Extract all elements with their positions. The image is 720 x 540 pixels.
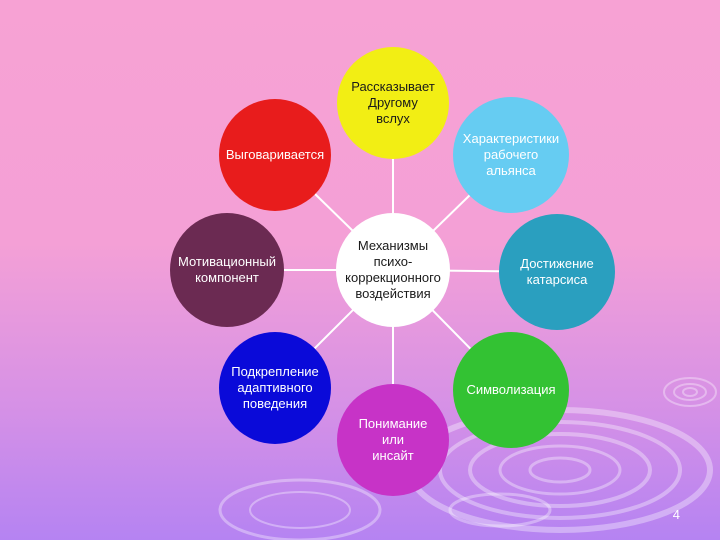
center-node-mechanisms: Механизмы психо- коррекционного воздейст… <box>336 213 450 327</box>
node-verbalizes: Выговаривается <box>219 99 331 211</box>
node-motivation: Мотивационный компонент <box>170 213 284 327</box>
center-node-label: Механизмы психо- коррекционного воздейст… <box>345 238 441 301</box>
node-label: Характеристики рабочего альянса <box>462 131 560 178</box>
node-adaptive-behavior: Подкрепление адаптивного поведения <box>219 332 331 444</box>
node-symbolization: Символизация <box>453 332 569 448</box>
node-insight: Понимание или инсайт <box>337 384 449 496</box>
slide-number: 4 <box>672 507 680 522</box>
node-catharsis: Достижение катарсиса <box>499 214 615 330</box>
node-label: Подкрепление адаптивного поведения <box>231 364 319 411</box>
node-tells-other: Рассказывает Другому вслух <box>337 47 449 159</box>
node-work-alliance: Характеристики рабочего альянса <box>453 97 569 213</box>
node-label: Рассказывает Другому вслух <box>351 79 435 126</box>
node-label: Достижение катарсиса <box>520 256 594 287</box>
node-label: Символизация <box>466 382 556 397</box>
node-label: Понимание или инсайт <box>358 416 428 463</box>
node-label: Выговаривается <box>225 147 325 162</box>
node-label: Мотивационный компонент <box>177 254 277 285</box>
